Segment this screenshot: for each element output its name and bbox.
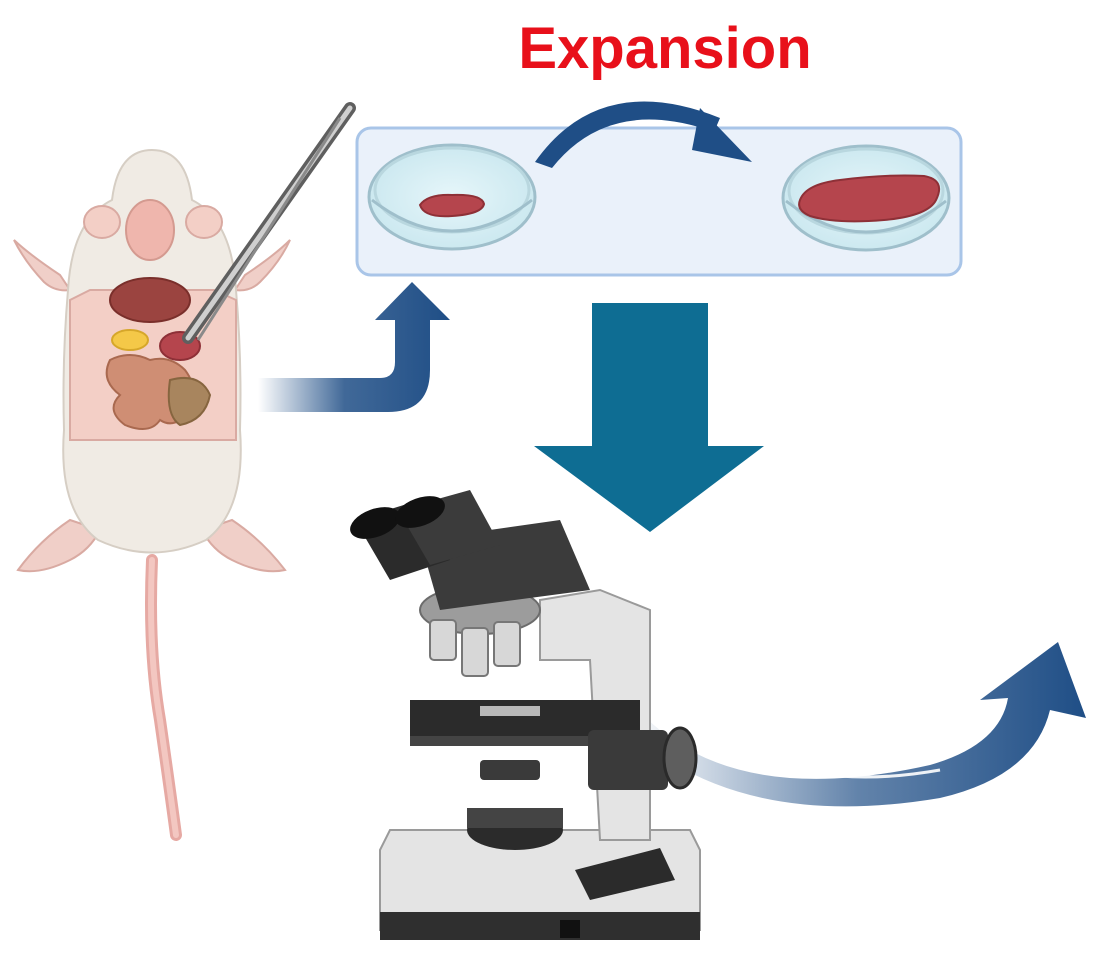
output-arrow	[630, 642, 1086, 807]
transfer-arrow	[258, 282, 450, 412]
petri-dish-icon	[367, 143, 537, 251]
tissue-sample-expanded	[798, 174, 940, 223]
forceps-icon	[182, 102, 356, 344]
down-arrow	[534, 303, 764, 532]
expansion-title: Expansion	[518, 16, 812, 81]
petri-dish-icon	[781, 144, 951, 252]
expansion-arrow	[535, 101, 752, 168]
microscope-icon	[350, 490, 701, 940]
tissue-sample-small	[418, 193, 486, 218]
